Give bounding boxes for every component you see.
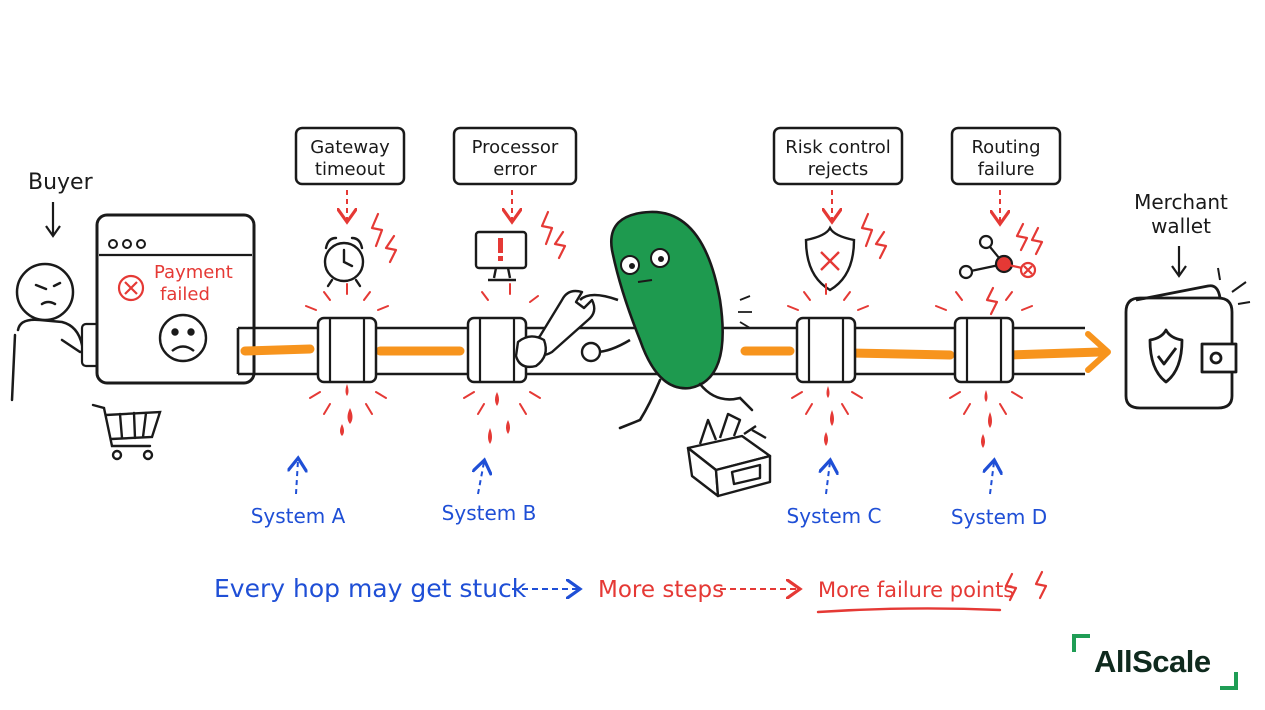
pipe-couplings: [316, 316, 1015, 384]
shopping-cart-icon: [91, 403, 162, 461]
error-processor-line2: error: [493, 159, 537, 180]
system-d-label: System D: [951, 505, 1047, 529]
error-routing-line1: Routing: [971, 137, 1040, 158]
green-mascot: [579, 210, 754, 430]
coupling-a: [316, 316, 378, 384]
leak-bursts: [305, 283, 1033, 415]
coupling-d: [953, 316, 1015, 384]
error-routing-line2: failure: [978, 159, 1035, 180]
system-a-label: System A: [251, 504, 346, 528]
error-x-icon: [117, 274, 145, 302]
alarm-clock-icon: [323, 236, 365, 288]
toolbox-icon: [686, 412, 772, 498]
footer-more-failure-points: More failure points: [818, 578, 1014, 602]
merchant-label-line1: Merchant: [1134, 190, 1228, 214]
error-risk-line1: Risk control: [785, 137, 890, 158]
payment-failed-line1: Payment: [154, 262, 233, 283]
merchant-arrow: [1171, 246, 1187, 278]
lightning-marks: [370, 210, 1048, 602]
logo-corner-top-left: [1072, 634, 1090, 652]
wallet-shield-icon: [1124, 267, 1251, 410]
system-arrows: [296, 460, 994, 495]
system-b-label: System B: [442, 501, 537, 525]
footer-more-steps: More steps: [598, 577, 724, 603]
leak-drips: [340, 384, 992, 448]
allscale-logo: AllScale: [1072, 634, 1238, 690]
error-risk-line2: rejects: [808, 159, 869, 180]
footer-underline: [816, 607, 1002, 614]
routing-node-icon: [958, 234, 1037, 280]
buyer-label: Buyer: [28, 170, 94, 195]
error-gateway-line2: timeout: [315, 159, 385, 180]
system-c-label: System C: [787, 504, 882, 528]
error-box-processor: Processor error: [452, 126, 578, 186]
payment-failed-line2: failed: [160, 284, 210, 305]
coupling-c: [795, 316, 857, 384]
error-arrows: [347, 190, 1000, 222]
wrench-icon: [514, 289, 602, 369]
footer-every-hop: Every hop may get stuck: [214, 574, 527, 603]
flow-arrowhead: [1085, 331, 1111, 373]
error-processor-line1: Processor: [472, 137, 559, 158]
brand-name: AllScale: [1094, 644, 1211, 679]
error-box-gateway: Gateway timeout: [294, 126, 406, 186]
buyer-arrow: [45, 202, 61, 238]
error-box-risk: Risk control rejects: [772, 126, 904, 186]
merchant-label-line2: wallet: [1151, 214, 1211, 238]
error-box-routing: Routing failure: [950, 126, 1062, 186]
monitor-alert-icon: [474, 230, 528, 282]
buyer-figure: [10, 262, 94, 402]
logo-corner-bottom-right: [1220, 672, 1238, 690]
sad-face-icon: [158, 313, 208, 363]
error-gateway-line1: Gateway: [310, 137, 390, 158]
browser-window: [95, 213, 256, 385]
shield-x-icon: [804, 225, 856, 292]
